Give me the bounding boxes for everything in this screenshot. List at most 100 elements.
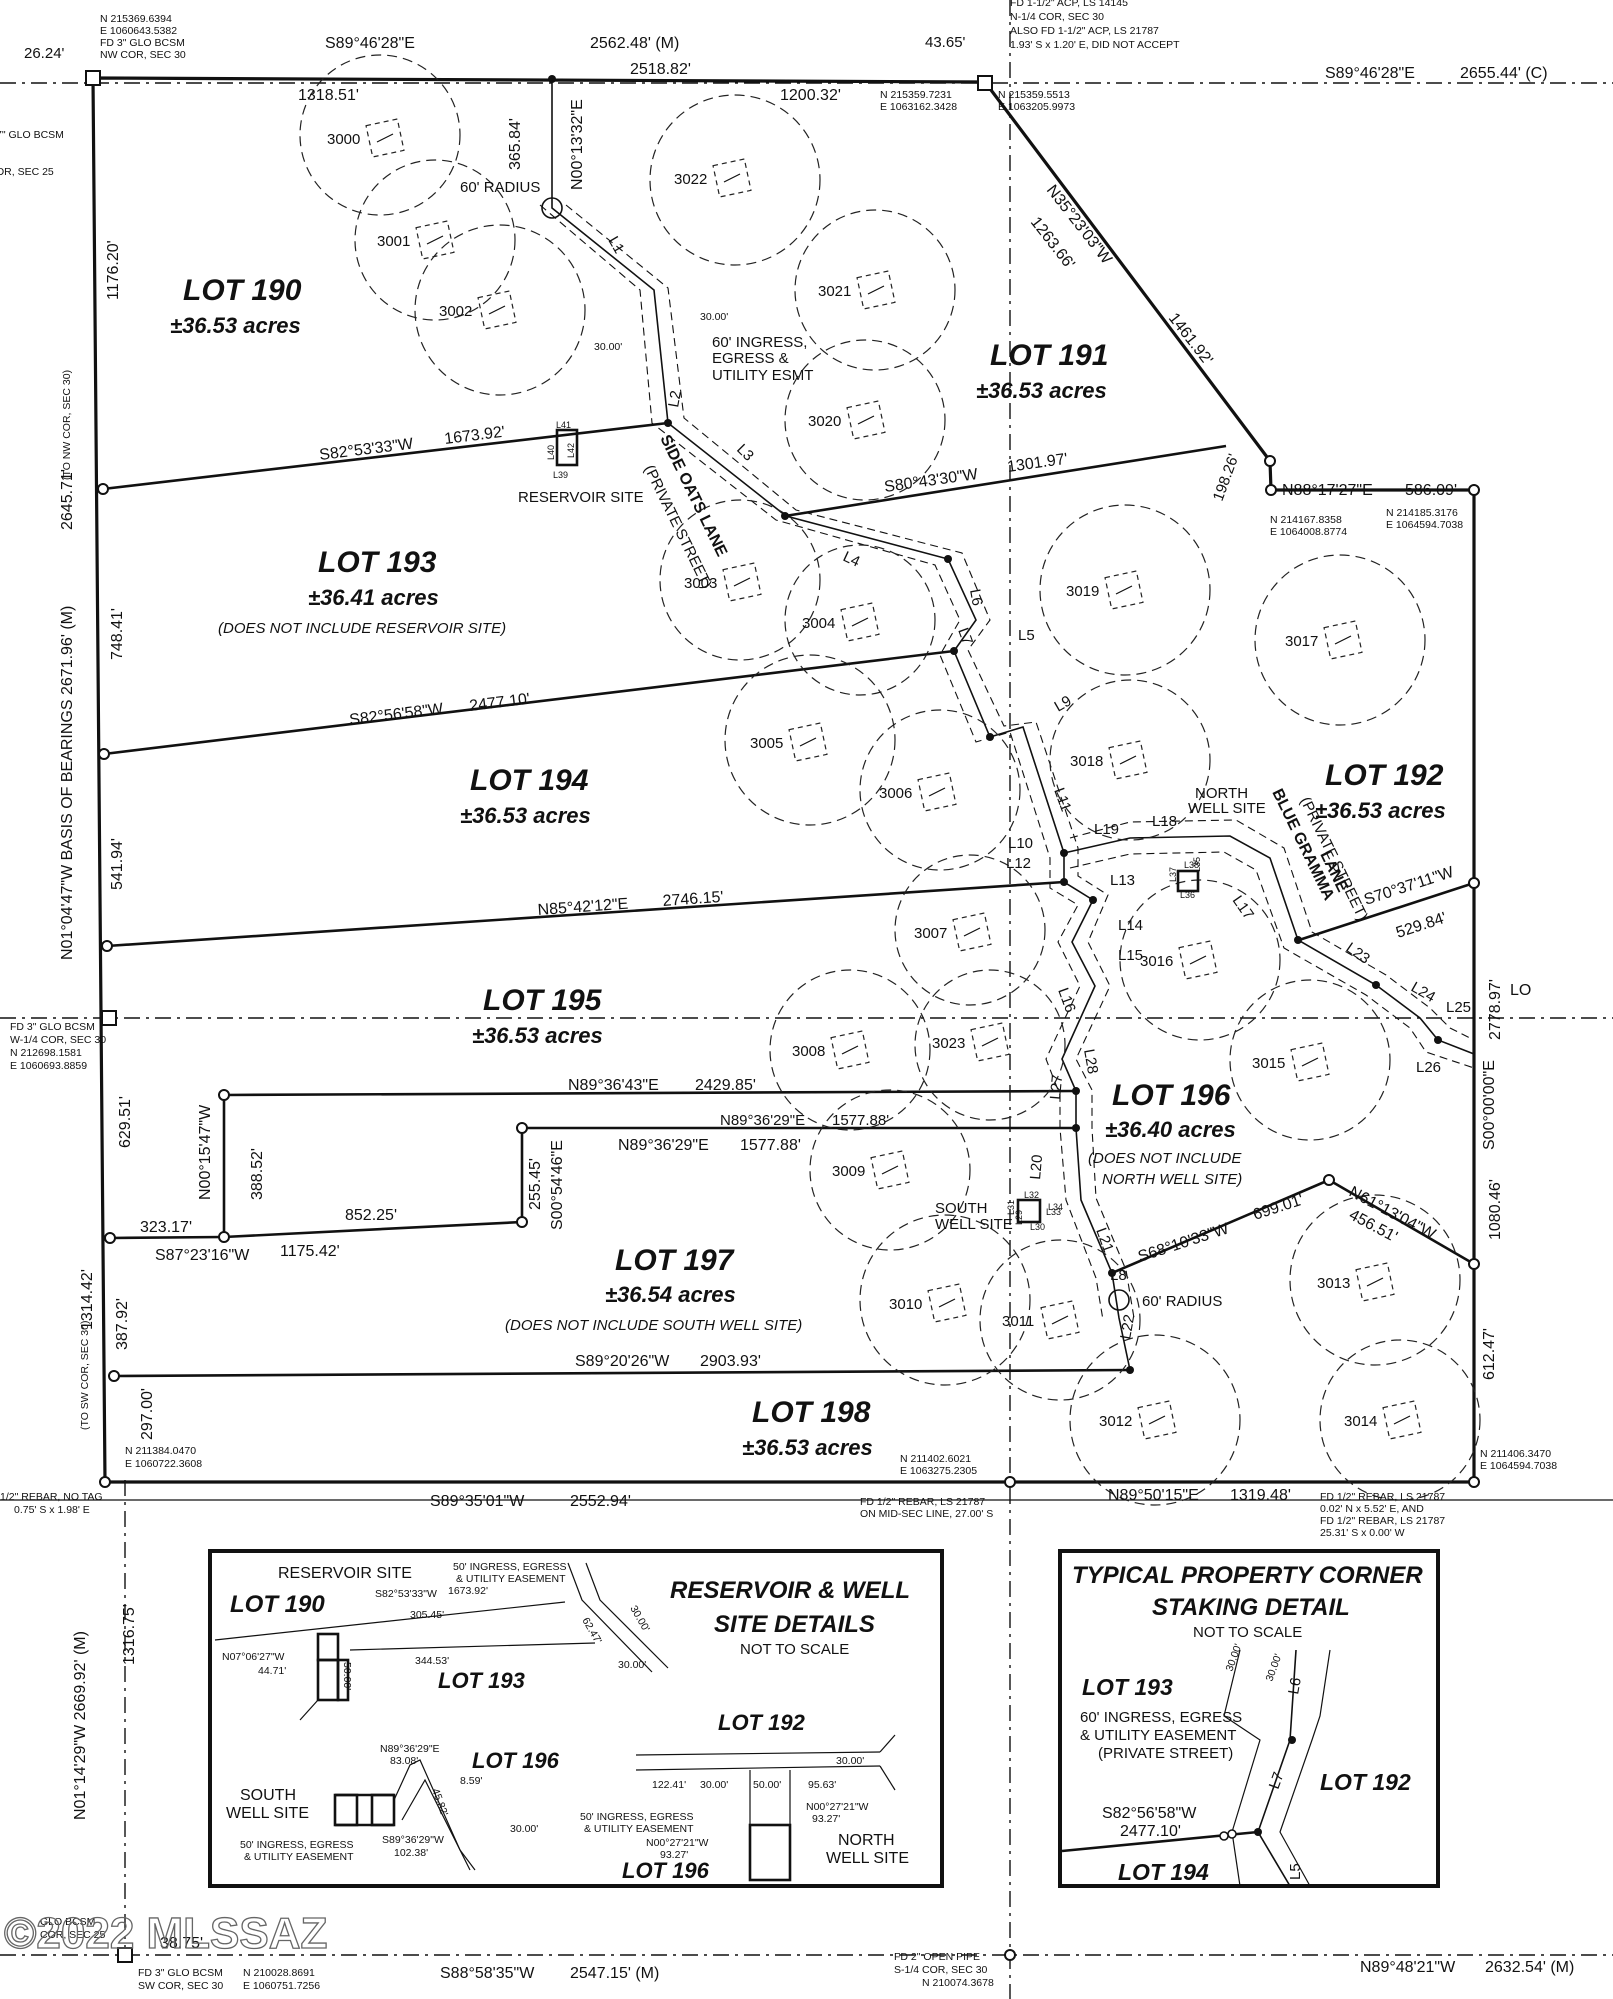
line-label-l29: L29 bbox=[1014, 1210, 1024, 1225]
line-label-l35: L35 bbox=[1192, 857, 1202, 872]
brg-s8256: S82°56'58"W bbox=[348, 700, 445, 728]
detail2-title-2: STAKING DETAIL bbox=[1152, 1594, 1350, 1621]
n-quarter-note-4: 1.93' S x 1.20' E, DID NOT ACCEPT bbox=[1010, 39, 1180, 51]
d1-d4471: 44.71' bbox=[258, 1665, 286, 1677]
pad-3009: 3009 bbox=[832, 1150, 910, 1190]
d2-l5: L5 bbox=[1287, 1863, 1304, 1880]
pad-3017: 3017 bbox=[1285, 620, 1363, 660]
d1-esmt-b2: & UTILITY EASEMENT bbox=[244, 1851, 354, 1863]
brg-n0015: N00°15'47"W bbox=[197, 1104, 214, 1200]
dist-1461: 1461.92' bbox=[1165, 310, 1216, 368]
dist-699: 699.01' bbox=[1251, 1192, 1306, 1224]
pad-box bbox=[722, 562, 762, 602]
lot-196-acres: ±36.40 acres bbox=[1105, 1117, 1236, 1142]
sw-lot-rebar-note2: 0.75' S x 1.98' E bbox=[14, 1504, 90, 1516]
dist-1316: 1316.75' bbox=[121, 1604, 138, 1665]
dist-2645: 2645.71' bbox=[59, 469, 76, 530]
pad-number: 3013 bbox=[1317, 1275, 1350, 1292]
s-mid-northing: N 211402.6021 bbox=[900, 1453, 971, 1465]
lot-192-label: LOT 192 bbox=[1325, 759, 1444, 792]
pad-number: 3021 bbox=[818, 283, 851, 300]
lot-line-197-198 bbox=[113, 1368, 1131, 1378]
pad-number: 3020 bbox=[808, 413, 841, 430]
n-quarter-note-3: ALSO FD 1-1/2" ACP, LS 21787 bbox=[1010, 25, 1159, 37]
brg-s0054: S00°54'46"E bbox=[549, 1140, 566, 1230]
sw-lot-northing: N 211384.0470 bbox=[125, 1445, 196, 1457]
pad-box bbox=[1382, 1400, 1422, 1440]
se-note3: FD 1/2" REBAR, LS 21787 bbox=[1320, 1515, 1445, 1527]
d1-d305: 305.45' bbox=[410, 1609, 444, 1621]
to-sw-cor-label: (TO SW COR, SEC 30) bbox=[79, 1321, 91, 1431]
line-label-l36: L36 bbox=[1180, 890, 1195, 900]
pad-number: 3011 bbox=[1002, 1313, 1034, 1330]
pad-tick bbox=[981, 1037, 999, 1047]
n-mid-easting-2: E 1063205.9973 bbox=[998, 101, 1075, 113]
pad-number: 3023 bbox=[932, 1035, 965, 1052]
bottom-distance-1: 2552.94' bbox=[570, 1493, 631, 1510]
d1-south-well: SOUTH bbox=[240, 1787, 296, 1804]
dist-1577a: 1577.88' bbox=[832, 1112, 889, 1129]
pad-tick bbox=[799, 737, 817, 747]
lot-197-note: (DOES NOT INCLUDE SOUTH WELL SITE) bbox=[505, 1317, 802, 1334]
line-label-l26: L26 bbox=[1416, 1059, 1441, 1076]
dist-388: 388.52' bbox=[249, 1148, 266, 1200]
pad-3007: 3007 bbox=[914, 912, 992, 952]
nw-cor-note1: FD 3" GLO BCSM bbox=[100, 37, 185, 49]
lot-edge-label: LO bbox=[1510, 982, 1531, 999]
detail2-title-1: TYPICAL PROPERTY CORNER bbox=[1072, 1562, 1423, 1589]
pad-3015: 3015 bbox=[1252, 1042, 1330, 1082]
pad-tick bbox=[488, 305, 506, 315]
pad-number: 3005 bbox=[750, 735, 783, 752]
brg-n8817: N88°17'27"E bbox=[1282, 482, 1373, 499]
s-mid-easting: E 1063275.2305 bbox=[900, 1465, 977, 1477]
dist-852: 852.25' bbox=[345, 1207, 397, 1224]
pad-box bbox=[788, 722, 828, 762]
nw-cor-note2: NW COR, SEC 30 bbox=[100, 49, 186, 61]
pad-3013: 3013 bbox=[1317, 1262, 1395, 1302]
lot-labels: LOT 190 ±36.53 acres LOT 191 ±36.53 acre… bbox=[170, 274, 1446, 1460]
dist-1080: 1080.46' bbox=[1487, 1179, 1504, 1240]
line-label-l34: L34 bbox=[1048, 1202, 1063, 1212]
lot-line-195-197-west bbox=[109, 1235, 225, 1240]
pad-number: 3019 bbox=[1066, 583, 1099, 600]
line-label-l32: L32 bbox=[1024, 1190, 1039, 1200]
pad-box bbox=[1290, 1042, 1330, 1082]
radius-60-south: 60' RADIUS bbox=[1142, 1293, 1222, 1310]
lot-line-196-197 bbox=[1111, 1178, 1330, 1275]
dist-629: 629.51' bbox=[117, 1096, 134, 1148]
pad-tick bbox=[881, 1165, 899, 1175]
dist-1175: 1175.42' bbox=[280, 1243, 340, 1260]
d1-d30c: 30.00' bbox=[510, 1823, 538, 1835]
reservoir-site-box bbox=[555, 428, 579, 467]
line-label-l30: L30 bbox=[1030, 1222, 1045, 1232]
dist-387: 387.92' bbox=[114, 1298, 131, 1350]
line-label-l4: L4 bbox=[840, 548, 862, 570]
brg-n8542: N85°42'12"E bbox=[537, 896, 629, 919]
blue-gramma-lane-edge-n bbox=[1069, 819, 1475, 1041]
pad-number: 3007 bbox=[914, 925, 947, 942]
pad-tick bbox=[426, 235, 444, 245]
pad-number: 3017 bbox=[1285, 633, 1318, 650]
corner-detail-frame bbox=[1058, 1549, 1440, 1888]
lot-195-label: LOT 195 bbox=[483, 984, 603, 1017]
lot-line-192-196 bbox=[1298, 881, 1475, 942]
top-distance-2: 2518.82' bbox=[630, 61, 691, 78]
d1-d344: 344.53' bbox=[415, 1655, 449, 1667]
pad-box bbox=[1355, 1262, 1395, 1302]
cor-sec-25: COR, SEC 25 bbox=[40, 1929, 106, 1941]
pads-group: 3000300130023022302130203003300430053006… bbox=[327, 118, 1422, 1440]
pad-3001: 3001 bbox=[377, 220, 455, 260]
pad-box bbox=[830, 1030, 870, 1070]
dist-365: 365.84' bbox=[507, 118, 524, 170]
d1-d50b: 50.00' bbox=[753, 1779, 781, 1791]
dist-748: 748.41' bbox=[109, 608, 126, 660]
cul-de-sac-north bbox=[541, 197, 563, 219]
pad-box bbox=[917, 772, 957, 812]
lot-line-193-194 bbox=[103, 649, 955, 756]
bottom-bearing-1: S89°35'01"W bbox=[430, 1493, 525, 1510]
pad-number: 3015 bbox=[1252, 1055, 1285, 1072]
d1-esmt-c: 50' INGRESS, EGRESS bbox=[580, 1811, 693, 1823]
dist-297: 297.00' bbox=[139, 1388, 156, 1440]
d1-d30e: 30.00' bbox=[836, 1755, 864, 1767]
ne-easting: E 1064594.7038 bbox=[1386, 519, 1463, 531]
